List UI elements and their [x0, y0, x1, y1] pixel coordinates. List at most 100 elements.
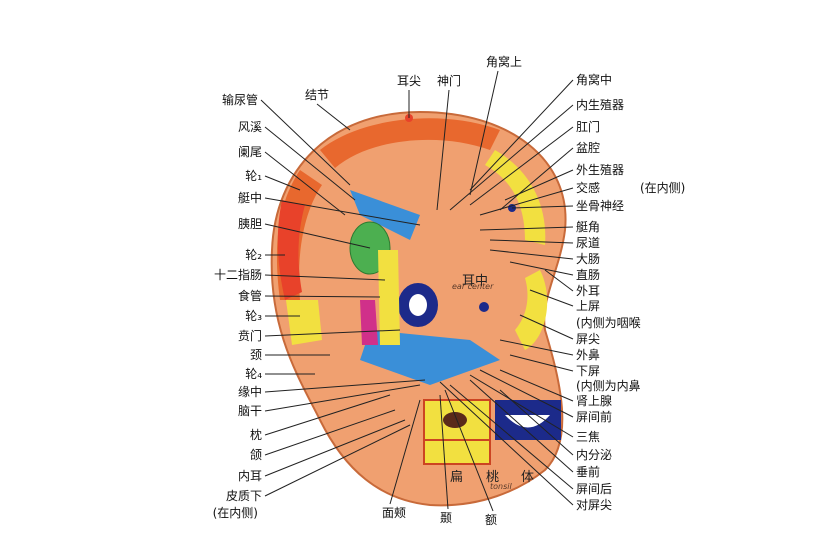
leader-right-4 — [499, 147, 574, 211]
right-label-26: 对屏尖 — [576, 498, 613, 512]
right-label-6: 交感 — [576, 181, 601, 195]
leader-bottom-3 — [444, 389, 494, 512]
leader-right-25 — [449, 384, 574, 490]
left-label-17: 颌 — [249, 448, 262, 462]
leader-right-23 — [499, 389, 574, 456]
right-label-22: 三焦 — [576, 430, 601, 444]
leader-right-3 — [469, 126, 574, 206]
magenta-band — [360, 300, 378, 345]
right-label-13: 外耳 — [576, 284, 601, 298]
right-label-8: 坐骨神经 — [576, 199, 625, 213]
leader-left-3 — [264, 151, 346, 216]
right-label-23: 内分泌 — [576, 448, 613, 462]
left-label-1: 输尿管 — [221, 93, 258, 107]
left-label-6: 胰胆 — [237, 217, 262, 231]
bottom-label-2: 颞 — [440, 511, 453, 525]
left-label-9: 食管 — [237, 289, 262, 303]
left-label-15: 脑干 — [237, 404, 262, 418]
leader-left-5 — [264, 197, 421, 226]
leader-right-16 — [519, 314, 574, 340]
left-label-2: 风溪 — [237, 120, 262, 134]
top-label-3: 神门 — [437, 74, 462, 88]
leader-left-9 — [264, 295, 381, 298]
bottom-label-3: 额 — [485, 513, 498, 527]
leader-right-26 — [439, 381, 574, 506]
leader-left-16 — [264, 394, 391, 436]
lobe-label-3: 体 — [521, 470, 535, 485]
lobe-box-yellow-bottom — [423, 439, 491, 465]
top-label-1: 结节 — [305, 88, 330, 102]
leader-left-18 — [264, 419, 406, 477]
right-label-7: (在内侧) — [640, 181, 686, 195]
top-label-4: 角窝上 — [486, 55, 523, 69]
right-label-2: 内生殖器 — [576, 98, 625, 112]
right-label-20: 肾上腺 — [576, 394, 613, 408]
leader-left-2 — [264, 126, 356, 201]
leader-bottom-1 — [389, 399, 421, 505]
left-label-7: 轮₂ — [245, 248, 262, 262]
right-label-19: (内侧为内鼻 — [576, 379, 641, 393]
ear-center-en-label: ear center — [452, 282, 494, 291]
right-label-24: 垂前 — [576, 465, 601, 479]
left-label-3: 阑尾 — [237, 145, 262, 159]
leader-right-14 — [529, 289, 574, 307]
left-label-12: 颈 — [249, 348, 262, 362]
right-label-16: 屏尖 — [576, 332, 601, 346]
leader-right-8 — [511, 205, 574, 209]
leader-right-13 — [544, 269, 574, 292]
yellow-left-strip — [286, 300, 322, 345]
leader-right-11 — [489, 249, 574, 260]
right-label-4: 盆腔 — [576, 141, 601, 155]
left-label-16: 枕 — [249, 428, 262, 442]
leader-right-12 — [509, 261, 574, 276]
leader-bottom-2 — [439, 394, 449, 510]
leader-right-18 — [509, 354, 574, 372]
left-label-10: 轮₃ — [245, 309, 262, 323]
right-label-15: (内侧为咽喉 — [576, 316, 641, 330]
left-label-11: 贲门 — [237, 329, 262, 343]
leader-right-17 — [499, 339, 574, 356]
leader-left-1 — [260, 99, 351, 186]
leader-lines — [260, 70, 574, 512]
leader-right-24 — [469, 379, 574, 473]
left-label-4: 轮₁ — [245, 169, 262, 183]
right-label-12: 直肠 — [576, 268, 601, 282]
left-label-19: 皮质下 — [225, 489, 262, 503]
leader-right-6 — [479, 187, 574, 216]
leader-left-15 — [264, 384, 421, 412]
ear-center-label: 耳中 — [462, 274, 489, 289]
leader-right-5 — [504, 169, 574, 201]
lobe-label-2: 桃 — [486, 470, 500, 485]
right-label-3: 肛门 — [576, 120, 601, 134]
left-label-20: (在内侧) — [212, 506, 258, 520]
right-label-14: 上屏 — [576, 299, 601, 313]
top-label-2: 耳尖 — [397, 74, 422, 88]
leader-top-4 — [469, 70, 499, 196]
leader-right-1 — [469, 79, 574, 191]
yellow-tragus — [515, 270, 548, 350]
right-label-17: 外鼻 — [576, 348, 601, 362]
left-label-5: 艇中 — [237, 191, 262, 205]
yellow-band — [378, 250, 400, 345]
leader-left-17 — [264, 409, 396, 456]
leader-right-10 — [489, 239, 574, 244]
bottom-label-1: 面颊 — [382, 506, 407, 520]
left-label-14: 缘中 — [237, 385, 262, 399]
left-label-18: 内耳 — [237, 469, 262, 483]
right-label-11: 大肠 — [576, 252, 601, 266]
lobe-label-1: 扁 — [450, 470, 464, 485]
right-label-10: 尿道 — [576, 236, 601, 250]
leader-left-11 — [264, 329, 401, 337]
right-label-9: 艇角 — [576, 220, 601, 234]
leader-right-9 — [479, 226, 574, 231]
right-label-25: 屏间后 — [576, 482, 613, 496]
rim-red-left — [277, 200, 305, 300]
tonsil-en-label: tonsil — [490, 482, 512, 491]
leader-right-20 — [499, 369, 574, 402]
yellow-helix-right — [485, 150, 546, 245]
right-label-21: 屏间前 — [576, 410, 613, 424]
leader-left-4 — [264, 175, 301, 191]
left-label-13: 轮₄ — [245, 367, 262, 381]
leader-right-21 — [479, 369, 574, 418]
